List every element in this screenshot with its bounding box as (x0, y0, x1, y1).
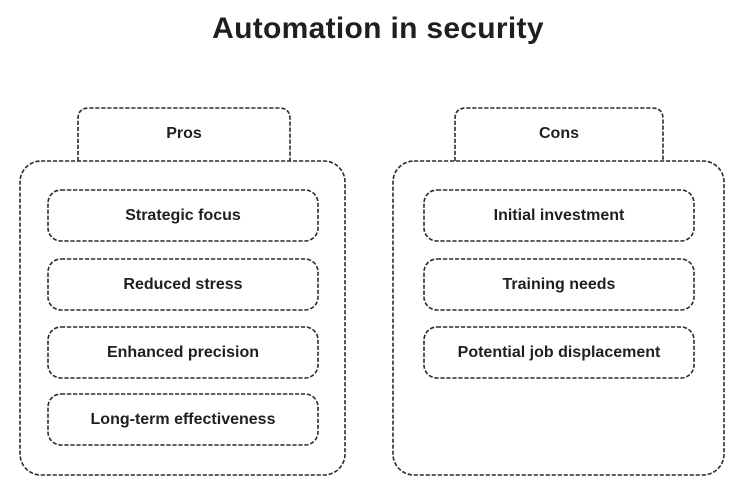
cons-item-box-outline (423, 258, 695, 311)
cons-item-box-outline (423, 326, 695, 379)
cons-tab-outline (454, 107, 664, 161)
pros-item-box-outline (47, 189, 319, 242)
pros-item-reduced-stress: Reduced stress (123, 275, 243, 293)
diagram-title: Automation in security (212, 12, 544, 45)
pros-item-box-outline (47, 258, 319, 311)
pros-item-strategic-focus: Strategic focus (125, 206, 241, 224)
pros-item-box-outline (47, 393, 319, 446)
cons-tab-label: Cons (539, 125, 579, 142)
pros-item-enhanced-precision: Enhanced precision (106, 343, 260, 361)
pros-tab-label: Pros (166, 125, 202, 142)
cons-item-box-outline (423, 189, 695, 242)
cons-item-potential-job-displacement: Potential job displacement (457, 343, 661, 361)
cons-item-training-needs: Training needs (502, 275, 616, 293)
cons-item-initial-investment: Initial investment (493, 206, 625, 224)
pros-item-long-term-effectiveness: Long-term effectiveness (90, 410, 276, 428)
pros-item-box-outline (47, 326, 319, 379)
